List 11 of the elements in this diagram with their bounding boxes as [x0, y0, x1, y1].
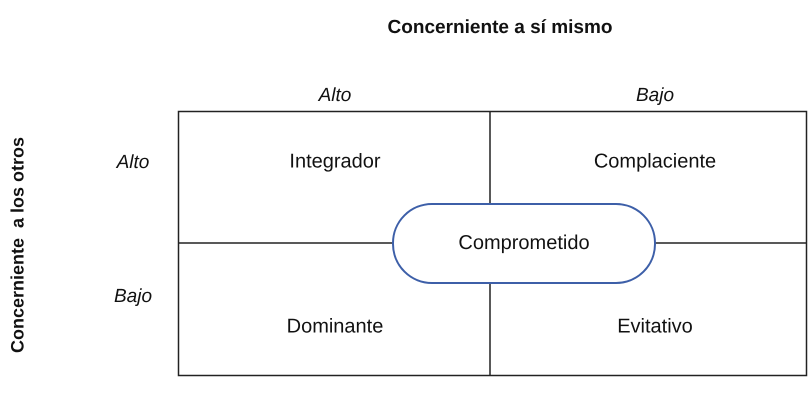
quadrant-label: Dominante: [286, 316, 384, 338]
quadrant-label: Integrador: [289, 150, 381, 172]
axis-title: Concerniente a los otros: [8, 136, 28, 354]
level-label: Alto: [116, 152, 150, 174]
quadrant-label: Complaciente: [594, 150, 716, 172]
level-label: Bajo: [114, 286, 152, 308]
level-label: Alto: [318, 85, 352, 107]
quadrant-label: Evitativo: [617, 316, 693, 338]
axis-title: Concerniente a sí mismo: [386, 17, 614, 39]
level-label: Bajo: [636, 85, 674, 107]
style-label: Comprometido: [458, 232, 590, 255]
